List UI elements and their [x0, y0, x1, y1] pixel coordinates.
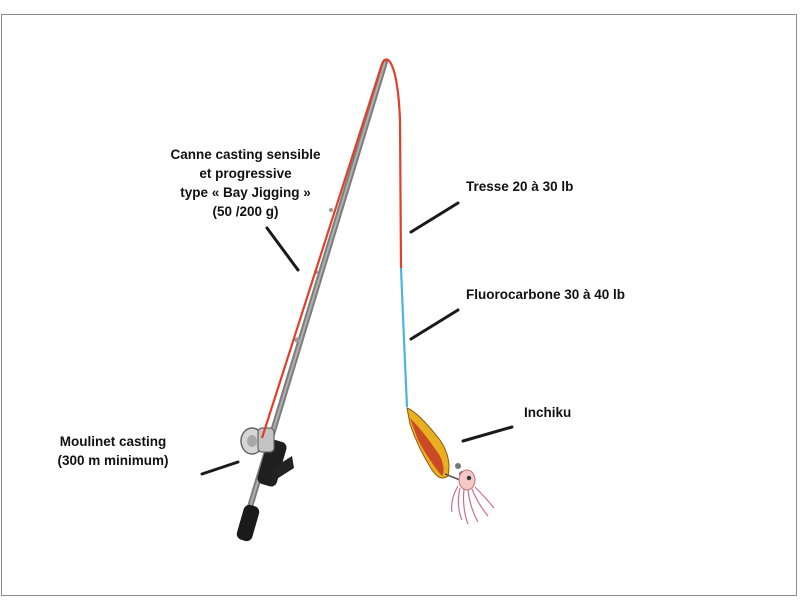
braid-label-text: Tresse 20 à 30 lb: [466, 179, 574, 194]
rod-label-line: et progressive: [199, 166, 292, 181]
rod-label-line: (50 /200 g): [212, 204, 279, 219]
squid-skirt-icon: [451, 469, 495, 525]
inchiku-lure-icon: [406, 407, 465, 481]
casting-reel-icon: [240, 427, 275, 455]
fluoro-pointer-line: [409, 308, 460, 341]
rod-label-line: Canne casting sensible: [170, 147, 321, 162]
braid-pointer-line: [409, 201, 460, 234]
reel-pointer-line: [200, 460, 240, 476]
lure-label: Inchiku: [524, 403, 571, 422]
reel-label: Moulinet casting (300 m minimum): [52, 432, 174, 470]
braid-label: Tresse 20 à 30 lb: [466, 177, 573, 196]
lure-pointer-line: [461, 425, 514, 443]
lure-label-text: Inchiku: [524, 405, 572, 420]
fluoro-label-text: Fluorocarbone 30 à 40 lb: [466, 287, 626, 302]
reel-label-line: (300 m minimum): [57, 453, 169, 468]
rod-pointer-line: [265, 226, 300, 272]
braid-line: [260, 58, 403, 439]
fishing-rod-icon: [236, 59, 388, 542]
fluorocarbon-leader: [399, 267, 409, 408]
fluoro-label: Fluorocarbone 30 à 40 lb: [466, 285, 625, 304]
rod-label: Canne casting sensible et progressive ty…: [148, 145, 343, 221]
rod-label-line: type « Bay Jigging »: [180, 185, 311, 200]
reel-label-line: Moulinet casting: [59, 434, 167, 449]
